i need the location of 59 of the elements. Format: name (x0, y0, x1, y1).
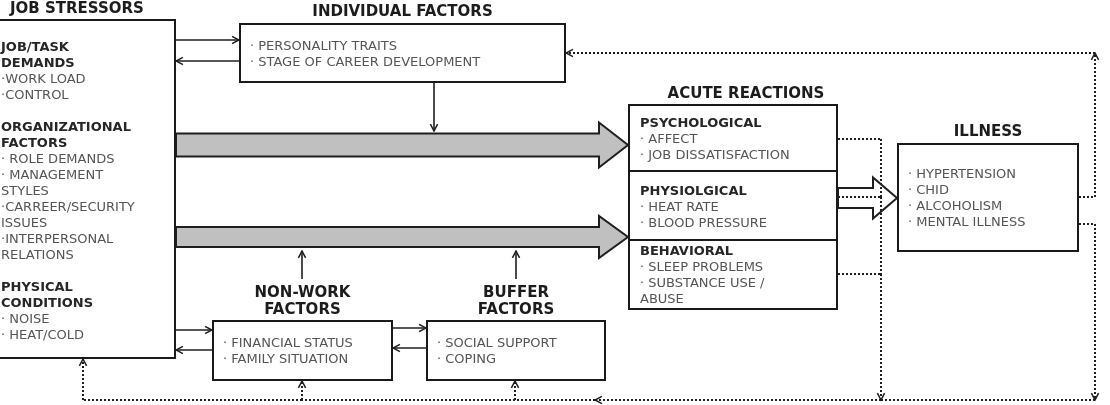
arrow (175, 345, 213, 355)
list-item: · SLEEP PROBLEMS (640, 259, 764, 275)
list-item: · STAGE OF CAREER DEVELOPMENT (250, 54, 481, 70)
reaction-box (628, 104, 838, 172)
arrow (429, 82, 439, 132)
list-item: ·WORK LOAD (1, 71, 86, 87)
group-heading: ACUTE REACTIONS (667, 84, 825, 102)
list-item: ·CARREER/SECURITY ISSUES (1, 199, 136, 231)
list-item: · ROLE DEMANDS (1, 151, 115, 167)
dotted-arrow (1090, 223, 1100, 401)
category-heading: BEHAVIORAL (640, 243, 734, 259)
group-heading: JOB STRESSORS (10, 0, 144, 17)
arrow (392, 323, 427, 333)
list-item: · MANAGEMENT STYLES (1, 167, 105, 199)
arrow (175, 35, 240, 45)
list-item: · HYPERTENSION (908, 166, 1017, 182)
dotted-arrow (1090, 52, 1100, 198)
list-item: ·INTERPERSONAL RELATIONS (1, 231, 115, 263)
arrow (297, 250, 307, 280)
list-item: · FAMILY SITUATION (223, 351, 349, 367)
dotted-arrow (78, 358, 88, 401)
arrow (175, 56, 240, 66)
reaction-box (628, 172, 838, 241)
category-heading: ORGANIZATIONAL FACTORS (1, 119, 132, 151)
block-arrow (175, 120, 630, 170)
list-item: · PERSONALITY TRAITS (250, 38, 397, 54)
list-item: · NOISE (1, 311, 50, 327)
list-item: ·CONTROL (1, 87, 69, 103)
category-heading: PHYSICAL CONDITIONS (1, 279, 95, 311)
dotted-line (82, 399, 303, 401)
arrow (511, 250, 521, 280)
list-item: · HEAT/COLD (1, 327, 85, 343)
list-item: · ALCOHOLISM (908, 198, 1003, 214)
list-item: · SOCIAL SUPPORT (437, 335, 557, 351)
group-heading: BUFFER FACTORS (476, 284, 556, 318)
block-arrow (837, 175, 899, 221)
list-item: · JOB DISSATISFACTION (640, 147, 790, 163)
list-item: · BLOOD PRESSURE (640, 215, 767, 231)
arrow (175, 325, 213, 335)
category-heading: PHYSIOLGICAL (640, 183, 747, 199)
list-item: · AFFECT (640, 131, 698, 147)
block-arrow (175, 214, 630, 260)
reaction-box (628, 241, 838, 310)
list-item: · COPING (437, 351, 497, 367)
category-heading: JOB/TASK DEMANDS (1, 39, 76, 71)
category-heading: PSYCHOLOGICAL (640, 115, 762, 131)
list-item: · SUBSTANCE USE / ABUSE (640, 275, 766, 307)
list-item: · FINANCIAL STATUS (223, 335, 353, 351)
dotted-arrow (510, 380, 520, 401)
group-heading: NON-WORK FACTORS (253, 284, 352, 318)
group-heading: ILLNESS (953, 123, 1023, 140)
list-item: · MENTAL ILLNESS (908, 214, 1026, 230)
list-item: · HEAT RATE (640, 199, 719, 215)
dotted-line (880, 399, 1096, 401)
list-item: · CHID (908, 182, 949, 198)
group-heading: INDIVIDUAL FACTORS (312, 3, 493, 20)
arrow (392, 343, 427, 353)
dotted-arrow (565, 48, 1096, 58)
dotted-line (880, 138, 882, 198)
